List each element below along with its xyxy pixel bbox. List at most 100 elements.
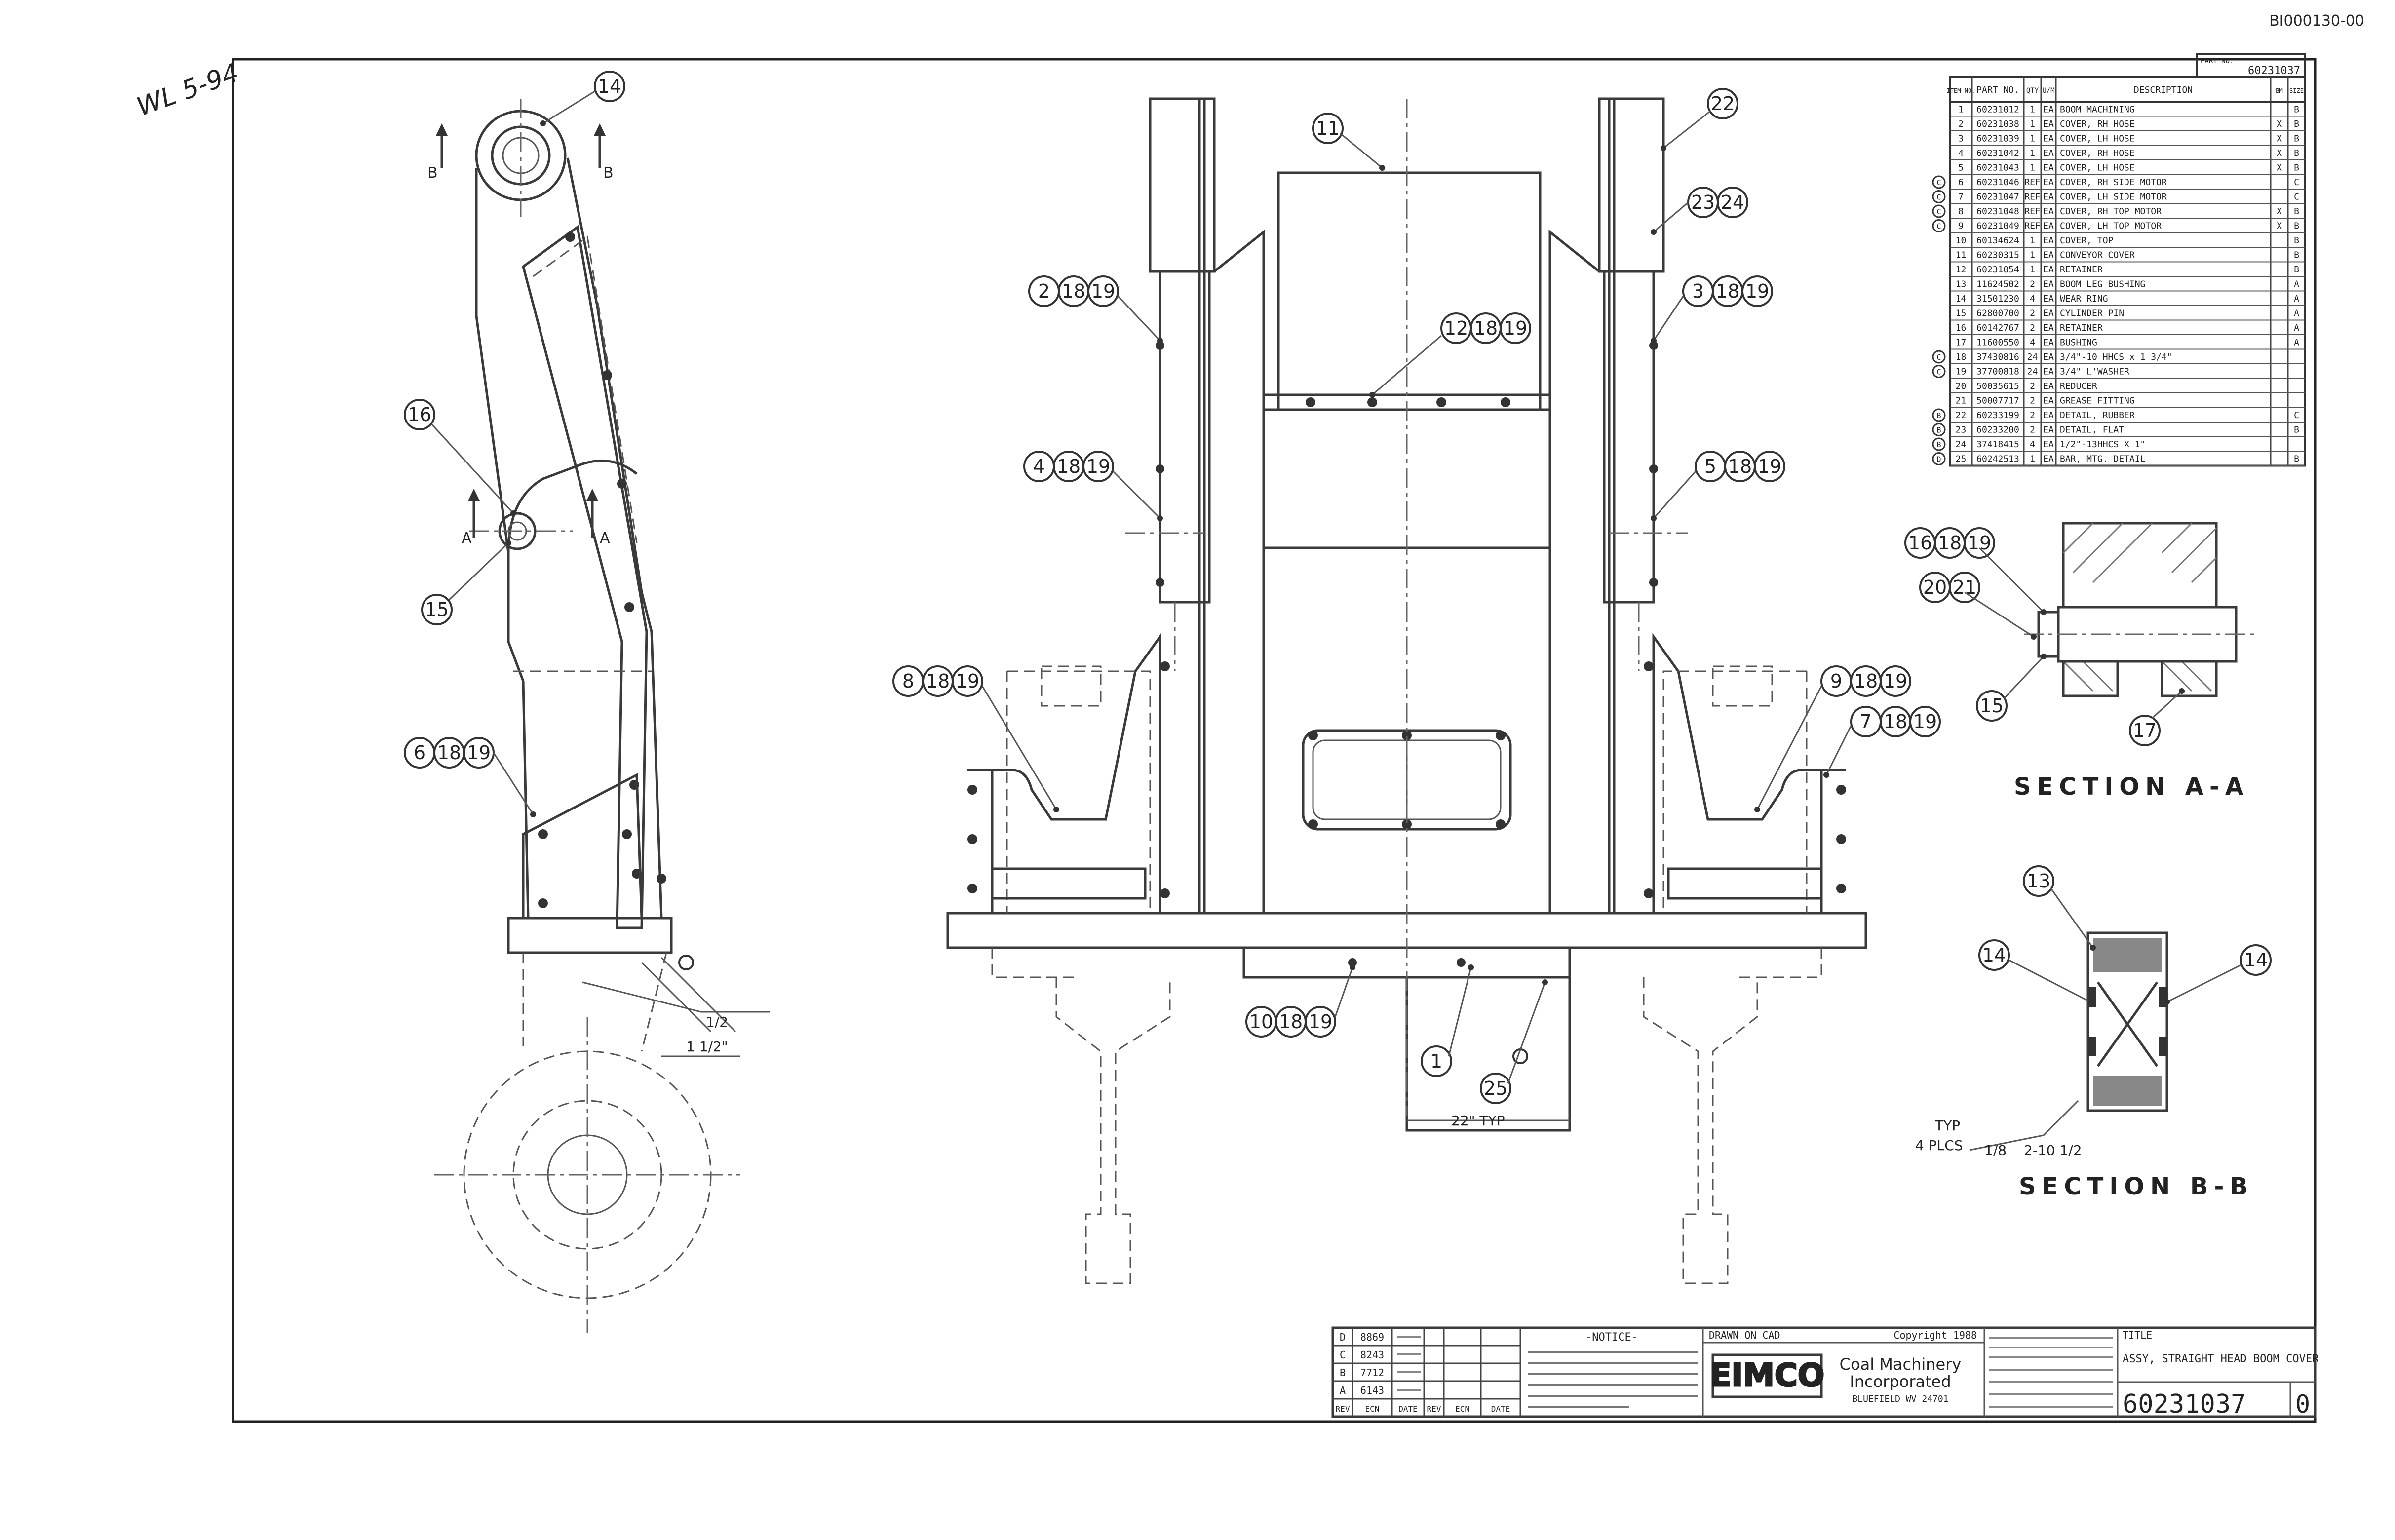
- drawn-on-cad: DRAWN ON CAD: [1709, 1329, 1780, 1341]
- bom-cell: B: [2294, 425, 2299, 435]
- bom-header: QTY: [2026, 87, 2039, 95]
- bom-cell: 60134624: [1976, 235, 2019, 246]
- svg-text:A: A: [462, 530, 472, 547]
- drawing-border: [232, 58, 2317, 1423]
- bom-cell: CYLINDER PIN: [2060, 308, 2124, 319]
- bom-cell: 62800700: [1976, 308, 2019, 319]
- bom-cell: COVER, LH SIDE MOTOR: [2060, 192, 2167, 202]
- revision-header: ECN: [1365, 1404, 1380, 1414]
- bom-cell: B: [2294, 250, 2299, 261]
- balloon-front-9: 9: [1820, 665, 1852, 697]
- right-hose-cover: [1603, 270, 1655, 604]
- handwritten-note: WL 5-94: [133, 58, 242, 122]
- bom-cell: 2: [2030, 410, 2035, 421]
- balloon-side-16: 16: [404, 399, 435, 430]
- balloon-front-23-24: 24: [1717, 187, 1748, 218]
- svg-text:19: 19: [1504, 317, 1527, 339]
- svg-text:20: 20: [1923, 577, 1947, 598]
- rev-mark-d: [678, 955, 694, 970]
- svg-text:6143: 6143: [1360, 1385, 1384, 1396]
- right-motor-lower-plate: [1667, 867, 1823, 900]
- bom-cell: 60231048: [1976, 206, 2019, 217]
- bom-cell: 1: [2030, 454, 2035, 464]
- bom-cell: 60231039: [1976, 134, 2019, 144]
- bom-cell: 60231038: [1976, 119, 2019, 129]
- bom-cell: BOOM LEG BUSHING: [2060, 279, 2145, 290]
- balloon-front-4: 19: [1082, 451, 1114, 482]
- bom-cell: 14: [1956, 294, 1967, 304]
- bom-cell: 60231046: [1976, 177, 2019, 188]
- bom-rev-mark: D: [1936, 455, 1941, 464]
- revision-header: DATE: [1491, 1404, 1510, 1414]
- bom-cell: 1: [2030, 148, 2035, 158]
- bom-cell: 4: [2030, 439, 2035, 450]
- bom-cell: X: [2277, 206, 2282, 217]
- bom-cell: 50007717: [1976, 396, 2019, 406]
- bom-cell: BOOM MACHINING: [2060, 105, 2135, 115]
- bom-cell: EA: [2043, 381, 2054, 391]
- svg-text:14: 14: [1982, 944, 2006, 966]
- bom-cell: 60242513: [1976, 454, 2019, 464]
- svg-text:18: 18: [926, 670, 950, 692]
- bom-cell: 3/4"-10 HHCS x 1 3/4": [2060, 352, 2172, 362]
- bom-cell: 60231049: [1976, 221, 2019, 231]
- svg-text:18: 18: [1716, 280, 1739, 302]
- revision-header: ECN: [1455, 1404, 1469, 1414]
- balloon-secA-15: 15: [1976, 690, 2008, 722]
- balloon-side-6: 6: [404, 737, 435, 769]
- svg-text:25: 25: [1484, 1078, 1507, 1099]
- balloon-front-3: 18: [1712, 275, 1743, 307]
- svg-text:8869: 8869: [1360, 1331, 1384, 1343]
- svg-text:19: 19: [467, 742, 491, 764]
- bushing-top: [2093, 938, 2162, 972]
- svg-text:15: 15: [1980, 695, 2004, 717]
- bom-rev-mark: C: [1936, 178, 1941, 187]
- svg-text:C: C: [1340, 1349, 1346, 1361]
- bom-cell: A: [2294, 308, 2299, 319]
- bom-cell: 25: [1956, 454, 1967, 464]
- bom-cell: EA: [2043, 221, 2054, 231]
- revision-header: DATE: [1398, 1404, 1418, 1414]
- bom-rev-mark: B: [1936, 440, 1941, 449]
- bom-cell: EA: [2043, 265, 2054, 275]
- bom-cell: EA: [2043, 192, 2054, 202]
- bom-cell: 24: [1956, 439, 1967, 450]
- svg-text:16: 16: [408, 404, 431, 425]
- section-a-hatching: [2062, 522, 2217, 692]
- bom-cell: 1: [2030, 250, 2035, 261]
- bom-cell: 50035615: [1976, 381, 2019, 391]
- bom-cell: COVER, RH TOP MOTOR: [2060, 206, 2162, 217]
- bom-cell: X: [2277, 134, 2282, 144]
- bom-cell: X: [2277, 148, 2282, 158]
- sheet-revision: 0: [2295, 1390, 2310, 1419]
- bom-cell: COVER, LH HOSE: [2060, 163, 2135, 173]
- balloon-secA-16: 16: [1904, 527, 1936, 559]
- bom-cell: B: [2294, 163, 2299, 173]
- left-hose-cover: [1159, 270, 1211, 604]
- weld-note-size: 1/8: [1984, 1142, 2007, 1158]
- balloon-front-9: 19: [1880, 665, 1911, 697]
- balloon-side-6: 18: [433, 737, 465, 769]
- section-b-markers: B B: [427, 123, 614, 182]
- bom-cell: 60231043: [1976, 163, 2019, 173]
- document-id: BI000130-00: [2269, 12, 2364, 30]
- bom-cell: EA: [2043, 439, 2054, 450]
- bom-cell: EA: [2043, 148, 2054, 158]
- bom-cell: EA: [2043, 396, 2054, 406]
- bom-cell: RETAINER: [2060, 265, 2103, 275]
- bom-rev-mark: C: [1936, 368, 1941, 377]
- balloon-front-12: 12: [1440, 312, 1472, 344]
- svg-text:11: 11: [1316, 117, 1340, 139]
- svg-text:18: 18: [1854, 670, 1878, 692]
- bom-cell: B: [2294, 119, 2299, 129]
- svg-text:21: 21: [1953, 577, 1976, 598]
